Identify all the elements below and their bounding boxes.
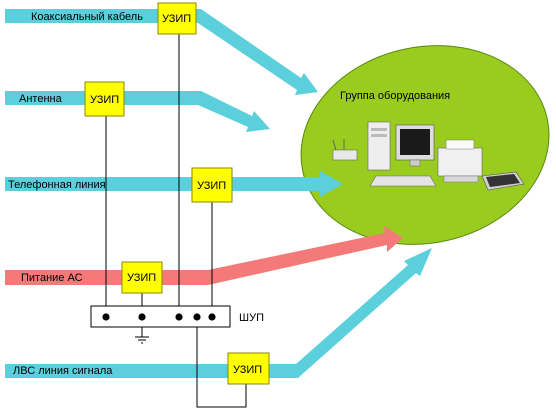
uzip-coax: УЗИП (157, 2, 197, 35)
uzip-lan: УЗИП (227, 352, 270, 385)
uzip-phone: УЗИП (191, 167, 233, 203)
bus-label: ШУП (239, 312, 264, 324)
coax-line-label: Коаксиальный кабель (31, 11, 143, 23)
svg-text:УЗИП: УЗИП (197, 180, 226, 192)
power-line-label: Питание АС (21, 272, 83, 284)
antenna-line-label: Антенна (19, 93, 63, 105)
lan-arrow (5, 248, 432, 378)
equipment-group-label: Группа оборудования (340, 90, 450, 102)
antenna-arrow (5, 91, 270, 132)
ground-icon (135, 336, 149, 344)
lan-line-label: ЛВС линия сигнала (13, 365, 113, 377)
bus-terminals (102, 313, 216, 321)
uzip-antenna: УЗИП (84, 81, 125, 117)
phone-line-label: Телефонная линия (8, 179, 106, 191)
phone-arrow (5, 171, 343, 197)
coax-arrow (5, 9, 318, 95)
svg-text:УЗИП: УЗИП (127, 272, 156, 284)
computer-equipment-icon (332, 121, 525, 191)
svg-text:УЗИП: УЗИП (162, 13, 191, 25)
bus-bar (90, 305, 231, 328)
svg-text:УЗИП: УЗИП (90, 94, 119, 106)
svg-text:УЗИП: УЗИП (233, 364, 262, 376)
power-arrow (5, 226, 403, 285)
uzip-power: УЗИП (121, 261, 163, 294)
ground-wiring (105, 34, 247, 408)
